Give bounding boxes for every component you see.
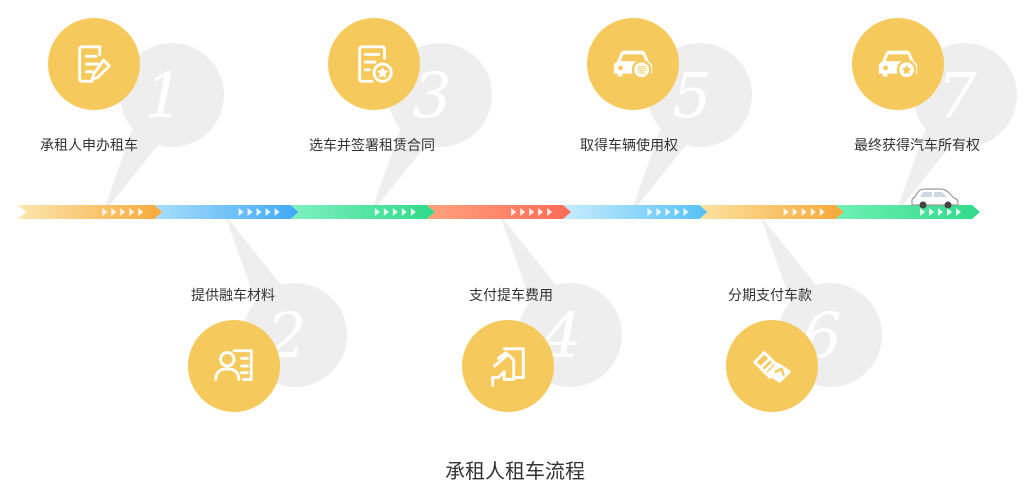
step-1-number-badge: 1 xyxy=(102,43,224,215)
step-5-circle: 使 xyxy=(587,18,679,110)
step-2-label: 提供融车材料 xyxy=(191,288,275,304)
chevron-right-icon xyxy=(238,208,244,216)
chevron-right-icon xyxy=(947,208,952,216)
step-6-label: 分期支付车款 xyxy=(728,288,812,304)
chevron-right-icon xyxy=(683,208,689,216)
step-2-circle xyxy=(188,320,280,412)
chevron-right-icon xyxy=(920,208,925,216)
chevron-right-icon xyxy=(647,208,653,216)
chevron-right-icon xyxy=(956,208,961,216)
chevron-right-icon xyxy=(374,208,380,216)
chevron-right-icon xyxy=(383,208,389,216)
step-5-label: 取得车辆使用权 xyxy=(580,138,678,154)
chevron-right-icon xyxy=(111,208,117,216)
track-segment xyxy=(154,205,299,219)
chevron-right-icon xyxy=(265,208,271,216)
step-4-label: 支付提车费用 xyxy=(469,288,553,304)
chevron-right-icon xyxy=(938,208,943,216)
svg-text:1: 1 xyxy=(144,59,183,132)
step-4-circle xyxy=(462,320,554,412)
chevron-right-icon xyxy=(656,208,662,216)
svg-text:使: 使 xyxy=(637,65,647,77)
track-segment xyxy=(290,205,435,219)
chevron-right-icon xyxy=(401,208,407,216)
track-segment xyxy=(426,205,572,219)
chevron-right-icon xyxy=(274,208,280,216)
document-edit-icon xyxy=(78,45,111,83)
chevron-right-icon xyxy=(410,208,416,216)
chevron-right-icon xyxy=(247,208,253,216)
step-3-circle xyxy=(328,18,420,110)
step-6-circle xyxy=(726,320,818,412)
chevron-right-icon xyxy=(783,208,789,216)
step-7-circle xyxy=(852,18,944,110)
svg-text:7: 7 xyxy=(937,59,977,132)
chevron-right-icon xyxy=(392,208,398,216)
chevron-right-icon xyxy=(102,208,108,216)
track-segment xyxy=(699,205,844,219)
chevron-right-icon xyxy=(520,208,526,216)
chevron-right-icon xyxy=(674,208,680,216)
chevron-right-icon xyxy=(929,208,934,216)
chevron-right-icon xyxy=(120,208,126,216)
car-ownership-icon xyxy=(878,50,918,80)
track-segment xyxy=(835,205,980,219)
track-segment xyxy=(563,205,708,219)
step-1-label: 承租人申办租车 xyxy=(40,138,138,154)
car-icon xyxy=(911,188,959,209)
chevron-right-icon xyxy=(529,208,535,216)
chevron-right-icon xyxy=(801,208,807,216)
diagram-title: 承租人租车流程 xyxy=(445,459,585,483)
chevron-right-icon xyxy=(511,208,517,216)
chevron-right-icon xyxy=(547,208,553,216)
chevron-right-icon xyxy=(138,208,144,216)
chevron-right-icon xyxy=(665,208,671,216)
chevron-right-icon xyxy=(129,208,135,216)
chevron-right-icon xyxy=(792,208,798,216)
step-3-label: 选车并签署租赁合同 xyxy=(309,138,435,154)
step-7-label: 最终获得汽车所有权 xyxy=(854,138,980,154)
id-card-icon xyxy=(214,349,253,381)
track-segment xyxy=(18,205,163,219)
progress-arrow-track xyxy=(18,205,980,219)
chevron-right-icon xyxy=(819,208,825,216)
chevron-right-icon xyxy=(538,208,544,216)
chevron-right-icon xyxy=(810,208,816,216)
installment-cards-icon xyxy=(753,351,791,383)
contract-icon xyxy=(358,45,393,83)
svg-text:5: 5 xyxy=(672,59,711,132)
payment-card-icon xyxy=(491,347,525,387)
chevron-right-icon xyxy=(256,208,262,216)
step-1-circle xyxy=(48,18,140,110)
car-use-icon: 使 xyxy=(613,50,653,80)
